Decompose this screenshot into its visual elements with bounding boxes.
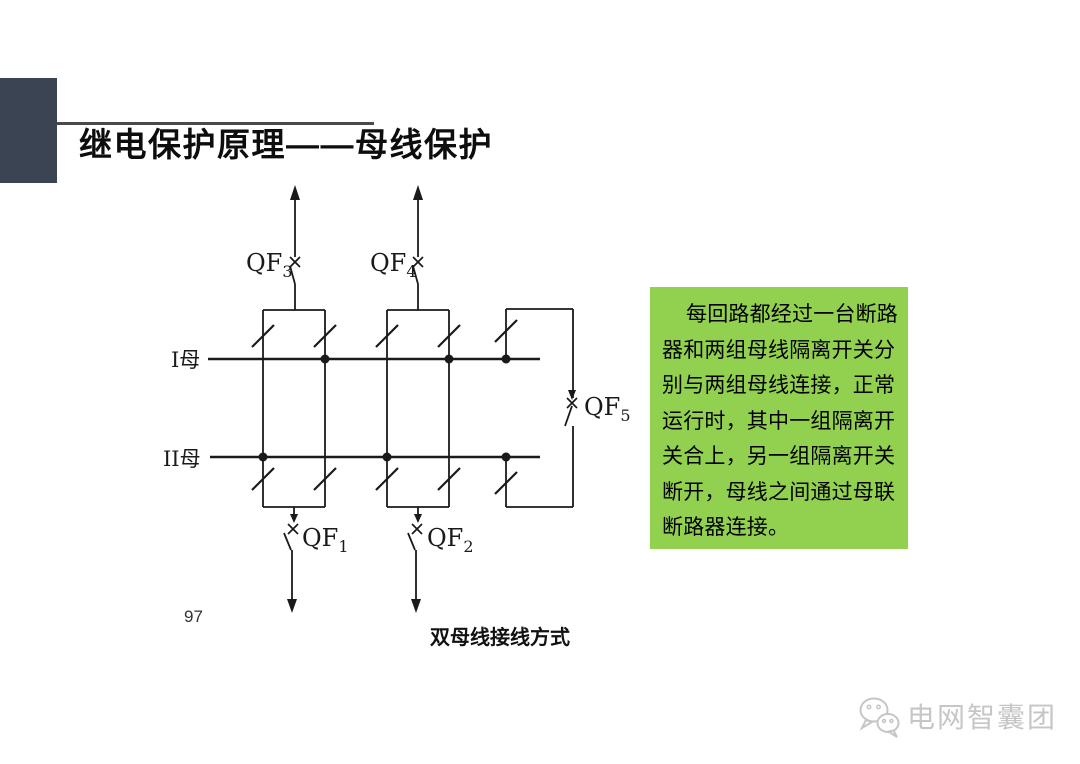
watermark-text: 电网智囊团 <box>907 702 1058 733</box>
wechat-icon <box>859 697 900 738</box>
qf1-label: QF1 <box>302 524 349 556</box>
qf4-breaker <box>412 185 424 310</box>
qf5-breaker <box>564 390 578 427</box>
note-text: 每回路都经过一台断路 器和两组母线隔离开关分 别与两组母线连接，正常 运行时，其… <box>662 303 898 539</box>
corner-accent-square <box>0 78 57 183</box>
feeder-1-bay <box>262 309 326 508</box>
page-title: 继电保护原理——母线保护 <box>79 126 493 163</box>
note-box: 每回路都经过一台断路 器和两组母线隔离开关分 别与两组母线连接，正常 运行时，其… <box>650 287 908 549</box>
diagram-caption: 双母线接线方式 <box>430 627 570 649</box>
qf4-label: QF4 <box>370 249 417 281</box>
title-rule <box>57 122 374 125</box>
watermark: 电网智囊团 <box>858 694 1057 738</box>
junction-dots <box>258 354 511 462</box>
qf2-breaker <box>407 507 423 613</box>
disconnector-slashes-lower <box>251 467 518 495</box>
qf5-label: QF5 <box>584 393 631 425</box>
bus-coupler-bay <box>505 308 574 508</box>
qf1-breaker <box>283 507 299 613</box>
disconnector-slashes-upper <box>251 319 518 348</box>
qf3-label: QF3 <box>246 249 293 281</box>
busbar-diagram: I母 II母 <box>163 185 631 613</box>
bus2-label: II母 <box>163 447 201 471</box>
qf2-label: QF2 <box>427 524 474 556</box>
page-number: 97 <box>184 607 203 626</box>
qf3-breaker <box>289 185 301 310</box>
bus1-label: I母 <box>171 348 200 372</box>
feeder-2-bay <box>386 309 450 508</box>
